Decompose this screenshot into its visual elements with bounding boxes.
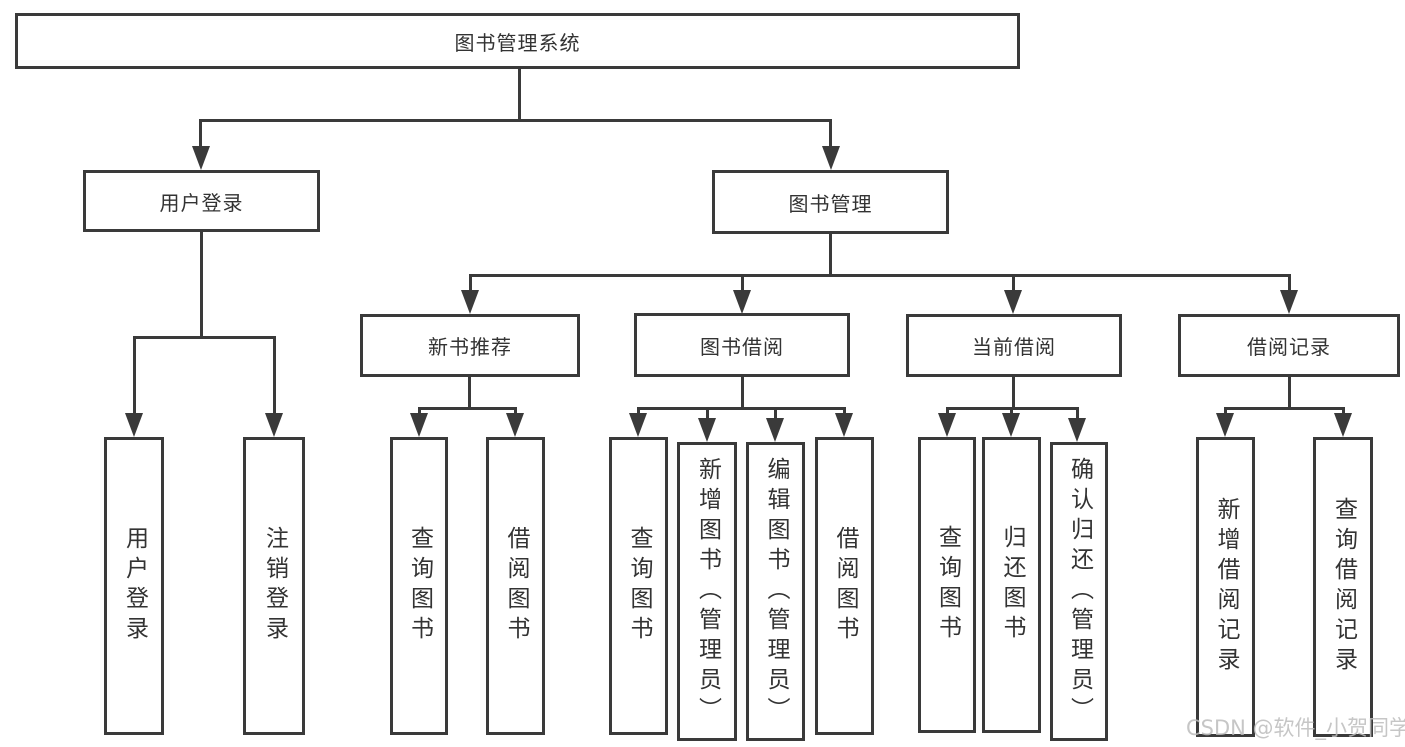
node-book-borrow-label: 图书借阅 <box>700 334 784 359</box>
leaf-cb-query: 查询图书 <box>918 437 976 733</box>
arrow-to-current-borrow <box>1004 290 1022 314</box>
connector-login-vline <box>200 232 203 339</box>
leaf-cb-return-label: 归还图书 <box>999 525 1025 645</box>
arrow-to-user-login <box>192 146 210 170</box>
connector-bb-hline <box>637 407 846 410</box>
connector-br-vline <box>1288 377 1291 410</box>
connector-bb-vline <box>741 377 744 410</box>
node-new-books-label: 新书推荐 <box>428 335 512 359</box>
leaf-bb-borrow: 借阅图书 <box>815 437 874 735</box>
node-current-borrow: 当前借阅 <box>906 314 1122 377</box>
leaf-logout-label: 注销登录 <box>261 526 288 646</box>
leaf-nb-query-label: 查询图书 <box>406 526 433 646</box>
leaf-bb-query-label: 查询图书 <box>626 526 652 646</box>
node-borrow-records-label: 借阅记录 <box>1247 335 1331 359</box>
connector-mgmt-drop-3 <box>1012 274 1015 292</box>
connector-mgmt-vline <box>829 234 832 277</box>
connector-bb-drop-2 <box>706 407 709 420</box>
arrow-to-leaf-user-login <box>125 413 143 437</box>
node-book-borrow: 图书借阅 <box>634 313 850 377</box>
connector-root-drop-right <box>829 119 832 148</box>
connector-bb-drop-4 <box>843 407 846 415</box>
connector-br-drop-1 <box>1224 407 1227 415</box>
arrow-to-book-borrow <box>733 290 751 314</box>
leaf-user-login-label: 用户登录 <box>121 526 148 646</box>
node-book-mgmt-label: 图书管理 <box>788 191 873 216</box>
leaf-br-query: 查询借阅记录 <box>1313 437 1373 737</box>
arrow-to-cb-confirm <box>1068 418 1086 442</box>
leaf-nb-borrow: 借阅图书 <box>486 437 545 735</box>
leaf-bb-query: 查询图书 <box>609 437 668 735</box>
arrow-to-cb-query <box>938 413 956 437</box>
leaf-bb-edit-label: 编辑图书（管理员） <box>763 456 789 727</box>
leaf-nb-query: 查询图书 <box>390 437 448 735</box>
connector-mgmt-drop-1 <box>469 274 472 292</box>
connector-nb-drop-1 <box>418 407 421 415</box>
arrow-to-bb-borrow <box>835 413 853 437</box>
connector-cb-drop-3 <box>1076 407 1079 420</box>
arrow-to-bb-edit <box>766 418 784 442</box>
connector-mgmt-hline <box>469 274 1291 277</box>
leaf-bb-add: 新增图书（管理员） <box>677 442 737 741</box>
connector-cb-drop-1 <box>946 407 949 415</box>
leaf-cb-confirm: 确认归还（管理员） <box>1050 442 1108 741</box>
connector-nb-drop-2 <box>514 407 517 415</box>
leaf-logout: 注销登录 <box>243 437 305 735</box>
node-user-login: 用户登录 <box>83 170 320 232</box>
leaf-bb-add-label: 新增图书（管理员） <box>694 456 721 727</box>
node-root: 图书管理系统 <box>15 13 1020 69</box>
arrow-to-cb-return <box>1002 413 1020 437</box>
node-new-books: 新书推荐 <box>360 314 580 377</box>
connector-nb-vline <box>468 377 471 410</box>
leaf-bb-edit: 编辑图书（管理员） <box>746 442 805 741</box>
connector-bb-drop-3 <box>774 407 777 420</box>
arrow-to-bb-add <box>698 418 716 442</box>
leaf-nb-borrow-label: 借阅图书 <box>503 526 529 646</box>
connector-br-hline <box>1224 407 1345 410</box>
node-borrow-records: 借阅记录 <box>1178 314 1400 377</box>
connector-login-drop-1 <box>133 336 136 415</box>
leaf-cb-return: 归还图书 <box>982 437 1041 733</box>
connector-root-drop-left <box>199 119 202 148</box>
leaf-user-login: 用户登录 <box>104 437 164 735</box>
connector-mgmt-drop-4 <box>1288 274 1291 292</box>
connector-root-hline <box>200 119 832 122</box>
leaf-bb-borrow-label: 借阅图书 <box>832 526 858 646</box>
connector-login-drop-2 <box>273 336 276 415</box>
leaf-cb-query-label: 查询图书 <box>934 525 961 645</box>
connector-bb-drop-1 <box>637 407 640 415</box>
node-user-login-label: 用户登录 <box>159 190 244 215</box>
node-root-label: 图书管理系统 <box>454 30 581 55</box>
node-book-mgmt: 图书管理 <box>712 170 949 234</box>
arrow-to-br-add <box>1216 413 1234 437</box>
arrow-to-new-books <box>461 290 479 314</box>
node-current-borrow-label: 当前借阅 <box>972 335 1056 359</box>
connector-login-hline <box>133 336 276 339</box>
connector-nb-hline <box>418 407 517 410</box>
leaf-br-add: 新增借阅记录 <box>1196 437 1255 737</box>
connector-mgmt-drop-2 <box>741 274 744 292</box>
leaf-cb-confirm-label: 确认归还（管理员） <box>1066 456 1093 727</box>
arrow-to-leaf-logout <box>265 413 283 437</box>
leaf-br-add-label: 新增借阅记录 <box>1213 497 1239 677</box>
connector-root-vline <box>518 69 521 121</box>
arrow-to-nb-borrow <box>506 413 524 437</box>
arrow-to-borrow-records <box>1280 290 1298 314</box>
connector-br-drop-2 <box>1342 407 1345 415</box>
connector-cb-drop-2 <box>1010 407 1013 415</box>
leaf-br-query-label: 查询借阅记录 <box>1330 497 1357 677</box>
connector-cb-vline <box>1012 377 1015 410</box>
arrow-to-br-query <box>1334 413 1352 437</box>
arrow-to-bb-query <box>629 413 647 437</box>
arrow-to-nb-query <box>410 413 428 437</box>
arrow-to-book-mgmt <box>822 146 840 170</box>
csdn-watermark: CSDN @软件_小贺同学 <box>1186 716 1405 740</box>
